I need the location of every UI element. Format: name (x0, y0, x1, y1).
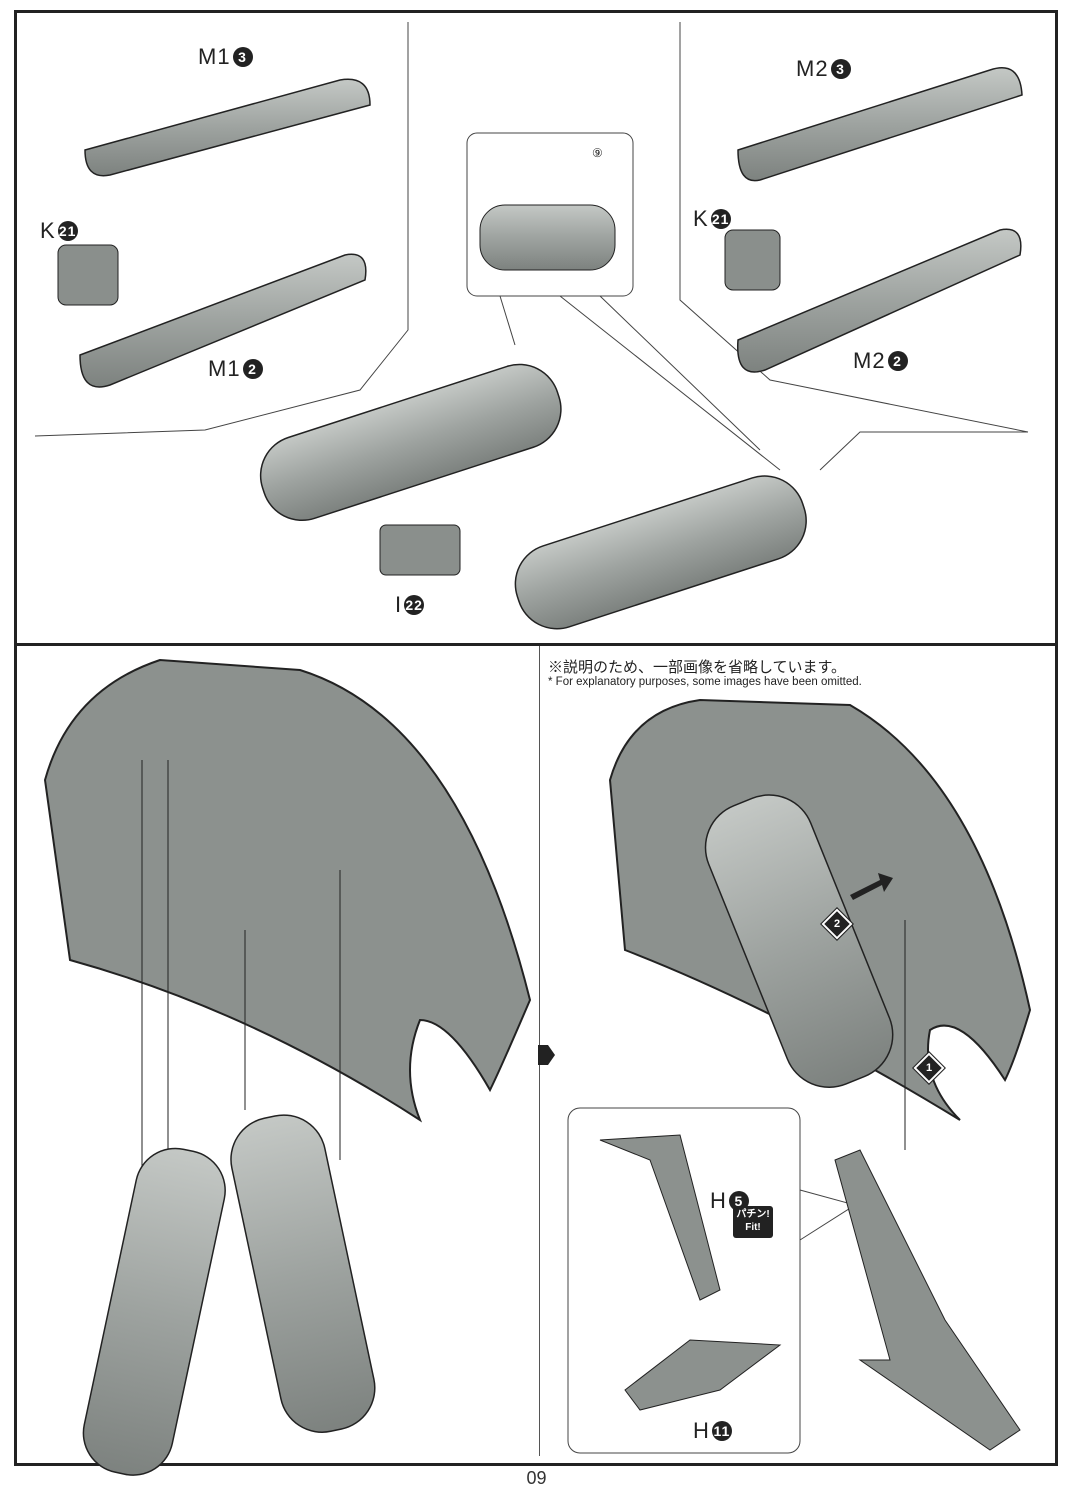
cylinder-bottom-left-1 (82, 1147, 226, 1476)
cylinder-right (514, 475, 807, 630)
part-i22 (379, 524, 461, 576)
fit-badge: パチン!Fit! (733, 1206, 773, 1238)
note-japanese: ※説明のため、一部画像を省略しています。 (548, 659, 847, 676)
part-m1-2 (79, 253, 367, 388)
cylinder-bottom-left-2 (230, 1114, 376, 1433)
section-divider (14, 643, 1058, 646)
assembled-stand (834, 1149, 1021, 1451)
part-h11 (624, 1339, 782, 1411)
sticker-label: ⑨ (592, 146, 603, 160)
part-h5 (599, 1134, 721, 1301)
page-number: 09 (526, 1468, 547, 1488)
page-frame (14, 10, 1058, 1466)
part-m2-3 (737, 67, 1023, 182)
part-k21-left (57, 244, 119, 306)
part-k21-right (724, 229, 781, 291)
next-arrow-icon (538, 1045, 555, 1065)
cylinder-left (259, 363, 562, 522)
note-english: * For explanatory purposes, some images … (548, 676, 862, 688)
detail-cylinder (479, 204, 616, 271)
part-m1-3 (84, 78, 371, 177)
part-m2-2 (737, 228, 1022, 373)
shield-part-left (43, 658, 532, 1123)
installed-cylinder (704, 794, 894, 1088)
push-arrow-icon (850, 873, 893, 900)
